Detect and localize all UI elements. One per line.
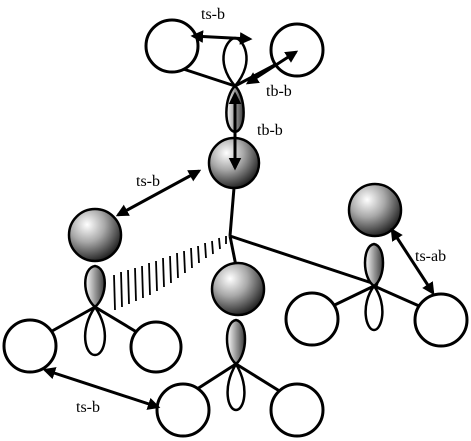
right-hybrid-lobe xyxy=(363,242,385,288)
left-substituent-circle-b xyxy=(129,320,183,374)
top-ts-arrow xyxy=(190,30,253,45)
bottom-ts-arrow xyxy=(42,367,161,410)
bottom-substituent-circle-b xyxy=(269,382,325,438)
top-right-substituent-circle xyxy=(269,22,325,78)
right-substituent-circle-a xyxy=(284,291,340,347)
bottom-p-lobe-down xyxy=(226,361,246,412)
left-substituent-circle-a xyxy=(2,318,58,374)
bottom-hybrid-lobe xyxy=(225,318,247,366)
bottom-group xyxy=(155,261,325,438)
right-substituent-circle-b xyxy=(413,292,469,348)
left-p-lobe-down xyxy=(84,304,106,357)
top-tb-arrow xyxy=(245,50,299,85)
central-vertical-bond xyxy=(228,187,236,237)
right-sphere xyxy=(347,182,403,238)
left-ts-arrow xyxy=(115,169,202,217)
bottom-ts-label: ts-b xyxy=(76,399,100,416)
hashed-bond xyxy=(113,236,227,311)
top-p-lobe-up xyxy=(222,36,248,88)
top-ts-label: ts-b xyxy=(201,6,225,23)
right-p-lobe-down xyxy=(364,283,384,332)
bottom-sphere xyxy=(210,261,266,317)
top-tb-label: tb-b xyxy=(266,83,292,100)
central-lower-bond xyxy=(228,235,238,267)
right-group xyxy=(284,182,469,348)
right-ts-arrow xyxy=(390,227,435,296)
left-hybrid-lobe xyxy=(84,264,106,309)
bottom-substituent-circle-a xyxy=(155,382,211,438)
right-ts-label: ts-ab xyxy=(415,248,446,265)
left-ts-label: ts-b xyxy=(136,173,160,190)
left-group xyxy=(2,207,183,374)
left-sphere xyxy=(67,207,123,263)
mid-tb-label: tb-b xyxy=(257,122,283,139)
central-right-bond xyxy=(229,234,379,287)
top-left-substituent-circle xyxy=(144,18,200,74)
